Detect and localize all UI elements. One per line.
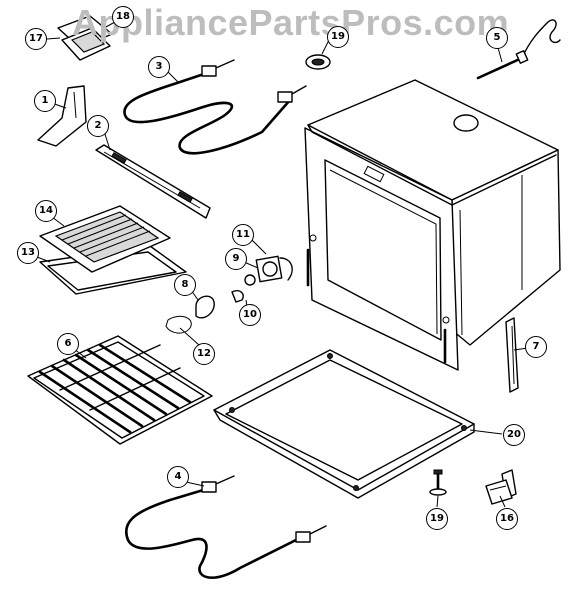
part-1-bracket <box>37 85 87 147</box>
callout-4: 4 <box>167 466 189 488</box>
callout-14: 14 <box>35 200 57 222</box>
part-7-strip <box>505 317 519 393</box>
callout-17: 17 <box>25 28 47 50</box>
callout-3: 3 <box>148 56 170 78</box>
part-5-sensor <box>476 19 561 80</box>
callout-20: 20 <box>503 424 525 446</box>
callout-19-top: 19 <box>327 26 349 48</box>
callout-10: 10 <box>239 304 261 326</box>
callout-8: 8 <box>174 274 196 296</box>
oven-cavity <box>304 79 561 371</box>
part-17-clip <box>57 15 113 61</box>
part-2-rail <box>95 144 211 219</box>
callout-16: 16 <box>496 508 518 530</box>
callout-6: 6 <box>57 333 79 355</box>
part-19-leveling-leg <box>429 469 447 496</box>
callout-19-bottom: 19 <box>426 508 448 530</box>
part-4-bake-element <box>125 475 327 579</box>
callout-9: 9 <box>225 248 247 270</box>
part-3-heating-element <box>123 59 307 155</box>
callout-7: 7 <box>525 336 547 358</box>
callout-18: 18 <box>112 6 134 28</box>
part-18-grommet <box>305 54 331 70</box>
callout-1: 1 <box>34 90 56 112</box>
callout-2: 2 <box>87 115 109 137</box>
part-9-11-light-socket <box>231 255 293 303</box>
part-8-light-lens <box>165 295 215 334</box>
part-20-oven-bottom <box>213 349 475 499</box>
watermark: AppliancePartsPros.com <box>72 2 510 43</box>
callout-11: 11 <box>232 224 254 246</box>
part-16-bracket <box>485 469 517 505</box>
callout-13: 13 <box>17 242 39 264</box>
callout-12: 12 <box>193 343 215 365</box>
part-13-14-broil-pan <box>39 205 187 295</box>
callout-5: 5 <box>486 27 508 49</box>
part-6-oven-rack <box>27 335 213 445</box>
